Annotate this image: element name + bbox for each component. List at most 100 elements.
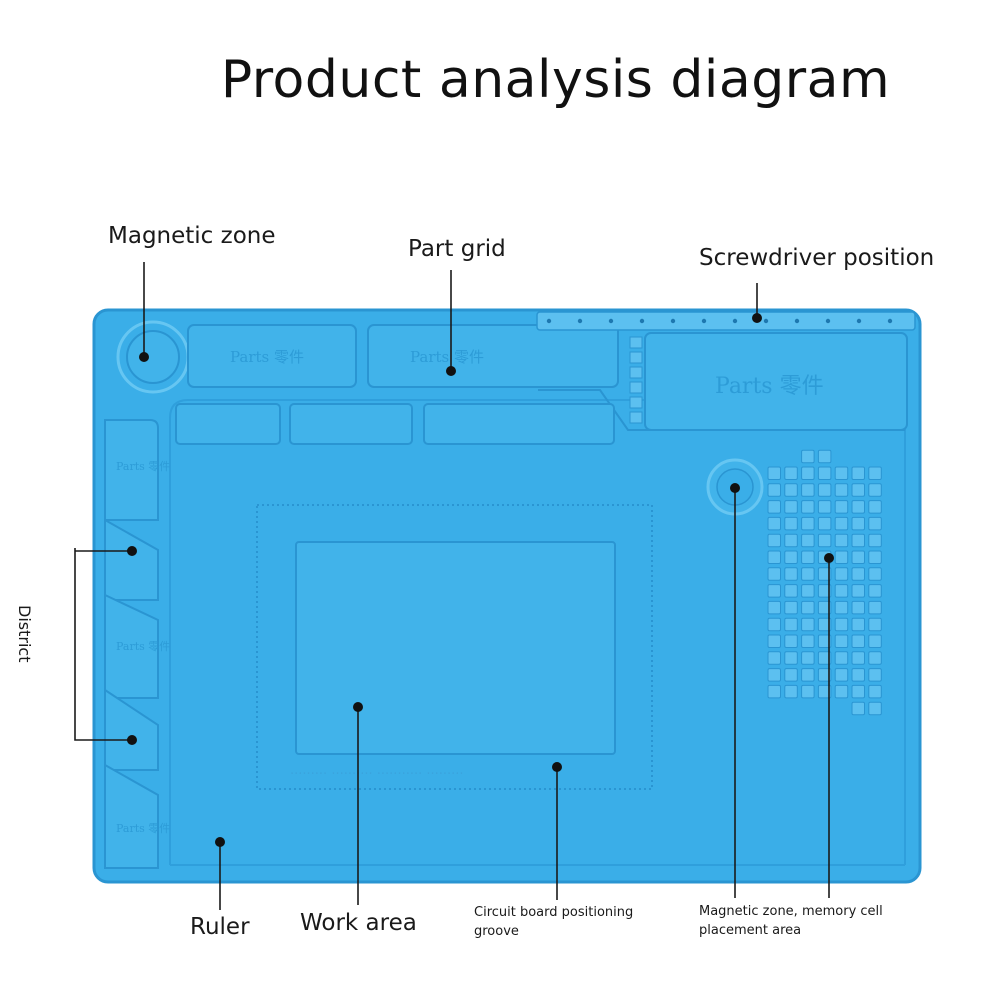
parts-text: Parts 零件 — [116, 640, 170, 653]
memory-cell — [784, 466, 798, 480]
memory-cell — [801, 466, 815, 480]
memory-cell — [817, 584, 832, 598]
label-magnetic-memory: Magnetic zone, memory cell placement are… — [699, 904, 883, 938]
memory-cell — [868, 483, 882, 497]
memory-cell — [834, 533, 849, 548]
screw-hole — [546, 318, 552, 324]
ladder-slot — [629, 396, 643, 409]
memory-cell — [851, 500, 865, 514]
memory-cell — [817, 483, 832, 497]
memory-cell — [834, 483, 849, 497]
memory-cell — [767, 516, 781, 531]
memory-cell — [834, 684, 849, 699]
screwdriver-strip — [536, 311, 916, 331]
parts-text: Parts 零件 — [116, 460, 170, 473]
label-work-area: Work area — [300, 910, 417, 936]
memory-cell — [801, 584, 815, 598]
memory-cell — [767, 533, 781, 548]
memory-cell — [767, 684, 781, 699]
page-title: Product analysis diagram — [220, 50, 891, 110]
memory-cell — [784, 684, 798, 699]
memory-cell — [767, 668, 781, 682]
memory-cell — [834, 516, 849, 531]
callout-lines — [74, 262, 830, 910]
memory-cell — [767, 617, 781, 632]
screw-hole — [887, 318, 893, 324]
memory-cell — [834, 634, 849, 648]
memory-cell — [851, 533, 865, 548]
memory-cell — [834, 617, 849, 632]
memory-cell — [767, 500, 781, 514]
memory-cell — [868, 584, 882, 598]
district-slot — [104, 518, 159, 601]
memory-cell — [851, 516, 865, 531]
memory-cell — [868, 516, 882, 531]
memory-cell — [801, 684, 815, 699]
memory-cell — [868, 651, 882, 665]
memory-cell — [801, 533, 815, 548]
memory-cell — [784, 500, 798, 514]
memory-cell — [817, 533, 832, 548]
memory-cell — [801, 500, 815, 514]
ladder-slot — [629, 411, 643, 424]
memory-cell — [834, 600, 849, 615]
memory-cell — [868, 466, 882, 480]
memory-cell — [868, 600, 882, 615]
memory-cell — [784, 533, 798, 548]
memory-cell — [817, 617, 832, 632]
parts-text: Parts 零件 — [116, 822, 170, 835]
memory-cell — [817, 567, 832, 581]
callout-dot — [127, 546, 137, 556]
screw-hole — [639, 318, 645, 324]
memory-cell — [801, 449, 815, 464]
district-slot — [104, 593, 159, 699]
memory-cell — [767, 584, 781, 598]
memory-cell — [851, 634, 865, 648]
label-circuit-board-groove: Circuit board positioning groove — [474, 905, 634, 939]
memory-cell — [767, 651, 781, 665]
ladder-slot — [629, 366, 643, 379]
memory-cell — [817, 634, 832, 648]
memory-cell — [784, 651, 798, 665]
screw-hole — [701, 318, 707, 324]
label-part-grid: Part grid — [408, 236, 506, 262]
memory-cell — [767, 634, 781, 648]
part-grid-cell — [367, 324, 619, 388]
district-slot — [104, 763, 159, 869]
memory-cell — [868, 567, 882, 581]
circuit-board-groove — [256, 504, 653, 790]
ruler-border — [169, 399, 905, 865]
memory-cell — [801, 617, 815, 632]
memory-cell — [851, 668, 865, 682]
memory-cell — [851, 600, 865, 615]
memory-cell — [868, 634, 882, 648]
memory-cell — [834, 466, 849, 480]
callout-dot — [824, 553, 834, 563]
district-slot — [104, 688, 159, 771]
memory-cell — [851, 550, 865, 564]
memory-cell — [801, 550, 815, 564]
ladder-slot — [629, 381, 643, 394]
memory-cell — [801, 567, 815, 581]
screw-holes — [546, 318, 893, 324]
callout-dot — [446, 366, 456, 376]
parts-text: Parts 零件 — [230, 348, 304, 366]
callout-dot — [127, 735, 137, 745]
screw-hole — [608, 318, 614, 324]
parts-text: Parts 零件 — [715, 374, 824, 399]
memory-cell — [767, 466, 781, 480]
memory-cell — [851, 466, 865, 480]
ladder-slot — [629, 351, 643, 364]
memory-cell — [817, 600, 832, 615]
memory-cell — [834, 550, 849, 564]
callout-dot — [353, 702, 363, 712]
memory-cell — [817, 651, 832, 665]
memory-cell — [851, 651, 865, 665]
memory-cell — [784, 584, 798, 598]
memory-cell — [801, 516, 815, 531]
memory-cell — [817, 684, 832, 699]
screw-hole — [794, 318, 800, 324]
ladder-slot — [629, 336, 643, 349]
memory-cell — [784, 668, 798, 682]
callout-dot — [139, 352, 149, 362]
